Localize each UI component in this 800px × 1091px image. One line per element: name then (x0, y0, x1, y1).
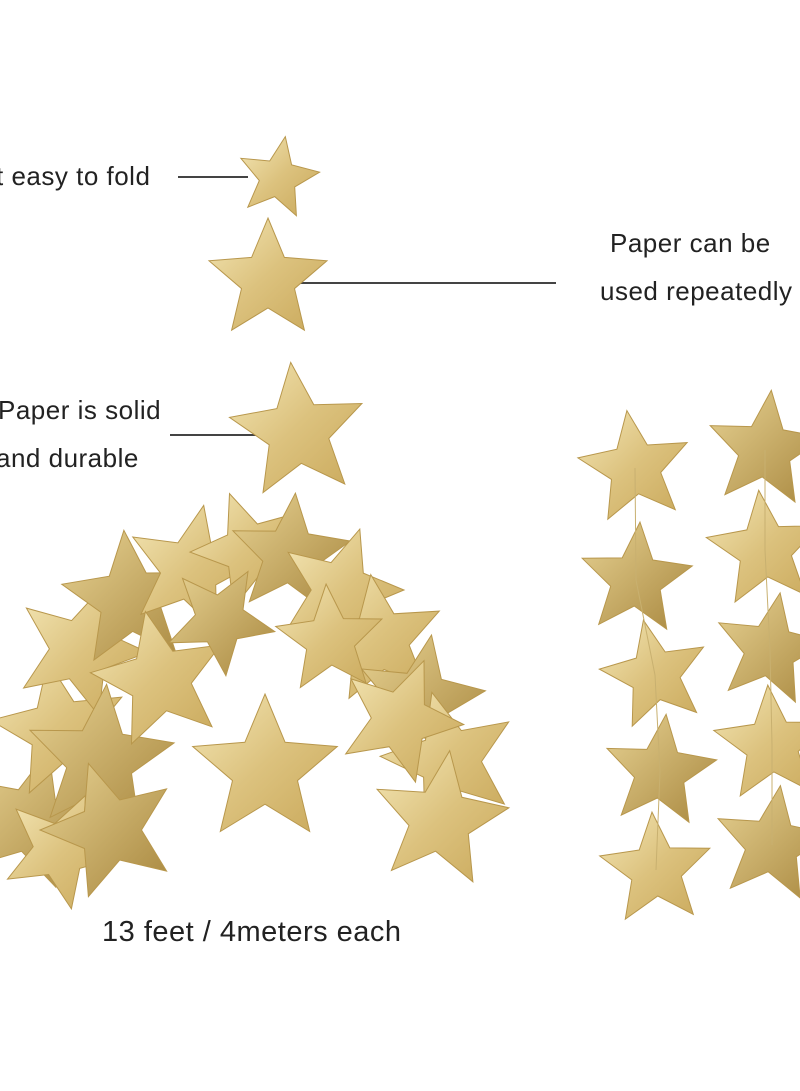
strand-star-icon (717, 591, 800, 704)
garland-star-icon (274, 582, 384, 689)
strand-star-icon (709, 389, 800, 504)
strand-star-icon (598, 618, 705, 728)
garland-string (764, 549, 771, 651)
star-layer (0, 135, 800, 921)
garland-star-icon (231, 491, 352, 610)
garland-star-icon (38, 762, 168, 898)
star-icon (228, 361, 364, 494)
garland-star-icon (167, 570, 277, 677)
strand-star-icon (716, 784, 800, 899)
garland-star-icon (191, 692, 339, 833)
pointer-line-solid (170, 434, 260, 436)
star-icon (239, 135, 321, 217)
star-icon (207, 216, 329, 332)
garland-string (769, 649, 773, 746)
strand-star-icon (576, 409, 689, 521)
feature-reusable-label-line2: used repeatedly (600, 276, 793, 306)
garland-star-icon (22, 584, 150, 717)
garland-star-icon (344, 659, 466, 784)
length-caption: 13 feet / 4meters each (102, 916, 402, 948)
garland-string (654, 674, 661, 773)
strand-star-icon (705, 489, 800, 604)
strand-star-icon (605, 713, 718, 824)
garland-string (634, 467, 637, 581)
strand-star-icon (598, 810, 712, 921)
garland-star-icon (375, 749, 511, 883)
string-layer (634, 450, 773, 871)
strand-star-icon (580, 520, 694, 631)
feature-solid-label-line1: Paper is solid (0, 395, 162, 425)
garland-string (635, 579, 656, 676)
feature-solid-label-line2: and durable (0, 443, 139, 473)
feature-easy-fold-label: t easy to fold (0, 161, 151, 191)
pointer-line-fold (178, 176, 248, 178)
garland-star-icon (89, 610, 222, 746)
feature-reusable-label-line1: Paper can be (610, 228, 771, 258)
pointer-line-reuse (288, 282, 556, 284)
strand-star-icon (712, 683, 800, 798)
garland-string (655, 771, 661, 871)
